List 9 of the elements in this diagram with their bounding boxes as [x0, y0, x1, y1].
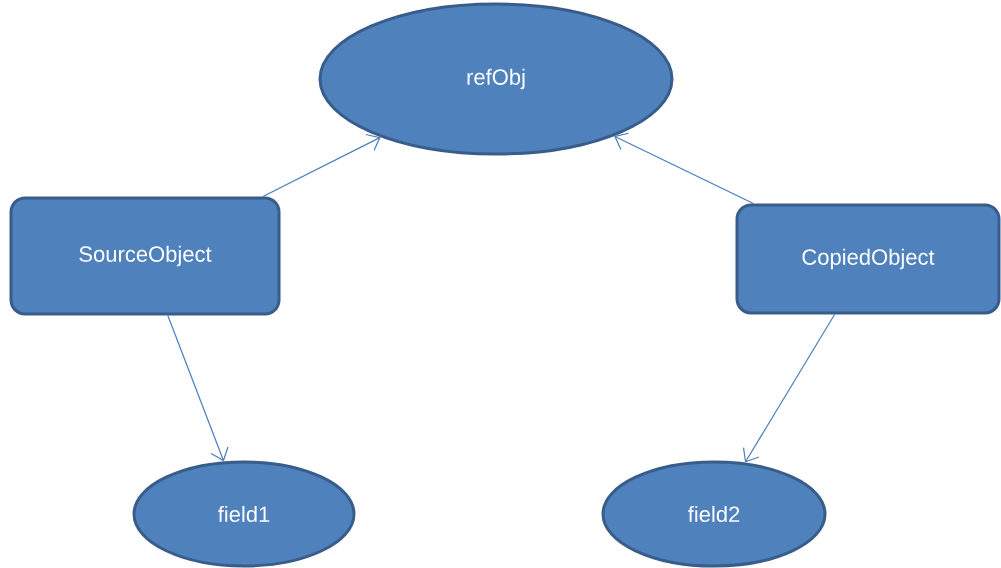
arrow [614, 132, 754, 205]
rounded-box: CopiedObject [735, 203, 1001, 315]
arrow [742, 313, 836, 463]
arrow [167, 314, 229, 462]
ellipse-node: field1 [132, 460, 356, 568]
ellipse-node: refObj [318, 2, 674, 156]
rounded-box: SourceObject [9, 196, 281, 316]
arrow [262, 133, 381, 198]
ellipse-node: field2 [601, 460, 827, 568]
